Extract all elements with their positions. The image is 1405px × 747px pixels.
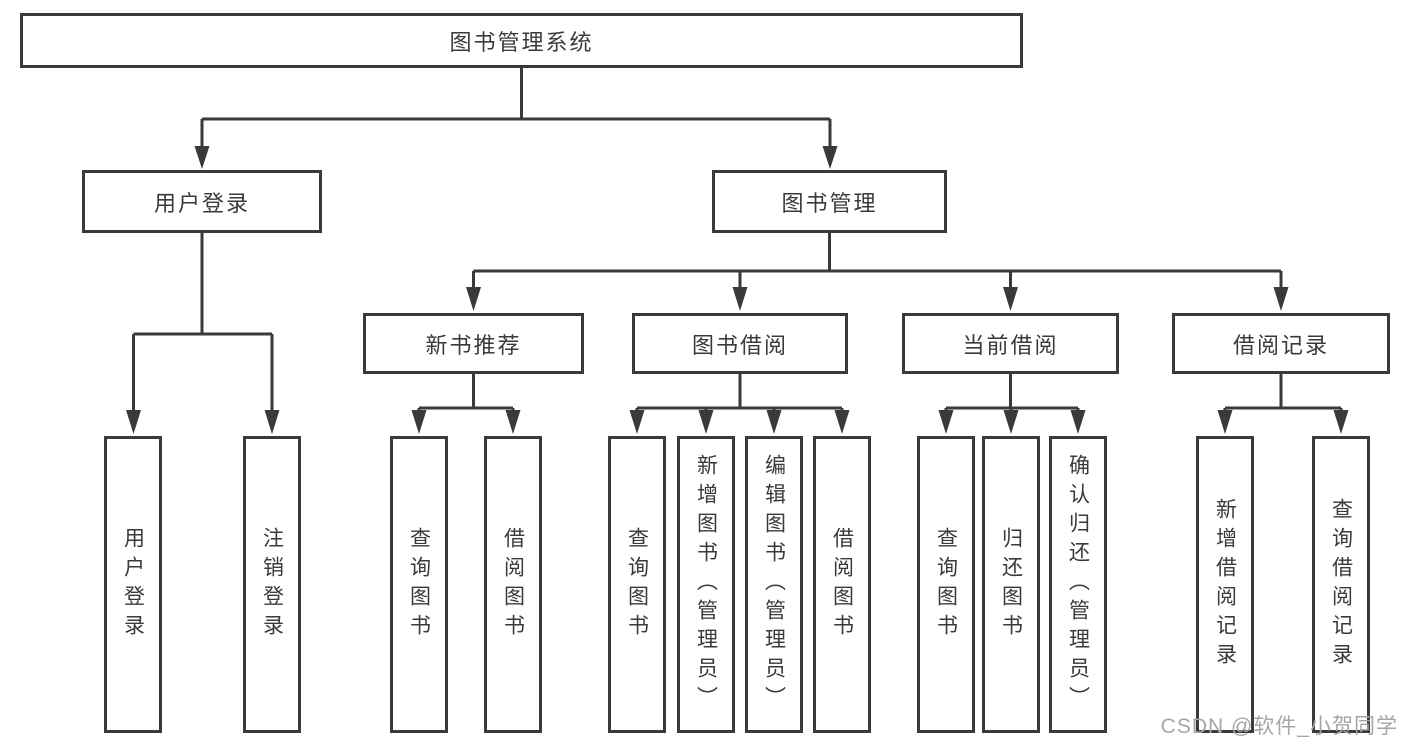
leaf-return-book: 归还图书 [982,436,1040,733]
leaf-query-book-recommend-label: 查询图书 [407,526,431,643]
connector-current-borrow-branch [938,374,1086,434]
node-new-book-recommend: 新书推荐 [363,313,584,374]
leaf-borrow-book-label: 借阅图书 [830,526,854,643]
leaf-add-book-admin: 新增图书（管理员） [677,436,735,733]
node-book-borrowing: 图书借阅 [632,313,848,374]
leaf-query-book-borrowing: 查询图书 [608,436,666,733]
connector-borrow-record-branch [1217,374,1349,434]
leaf-user-login: 用户登录 [104,436,162,733]
leaf-user-login-label: 用户登录 [121,526,145,643]
connector-user-login-branch [126,233,280,434]
leaf-add-borrow-record-label: 新增借阅记录 [1213,497,1237,672]
connector-root-to-level2 [194,68,838,169]
leaf-confirm-return-admin: 确认归还（管理员） [1049,436,1107,733]
node-book-management: 图书管理 [712,170,947,233]
leaf-logout: 注销登录 [243,436,301,733]
leaf-edit-book-admin: 编辑图书（管理员） [745,436,803,733]
node-root-system: 图书管理系统 [20,13,1023,68]
leaf-borrow-book: 借阅图书 [813,436,871,733]
leaf-confirm-return-admin-label: 确认归还（管理员） [1066,454,1090,715]
leaf-borrow-book-recommend-label: 借阅图书 [501,526,525,643]
leaf-edit-book-admin-label: 编辑图书（管理员） [762,454,786,715]
node-current-borrowing: 当前借阅 [902,313,1119,374]
leaf-query-book-recommend: 查询图书 [390,436,448,733]
connector-new-book-branch [411,374,521,434]
leaf-query-borrow-record: 查询借阅记录 [1312,436,1370,733]
node-user-login: 用户登录 [82,170,322,233]
leaf-borrow-book-recommend: 借阅图书 [484,436,542,733]
node-borrowing-records: 借阅记录 [1172,313,1390,374]
leaf-logout-label: 注销登录 [260,526,284,643]
leaf-query-book-current: 查询图书 [917,436,975,733]
connector-book-borrow-branch [629,374,850,434]
leaf-return-book-label: 归还图书 [999,526,1023,643]
leaf-query-book-borrowing-label: 查询图书 [625,526,649,643]
leaf-query-book-current-label: 查询图书 [934,526,958,643]
leaf-query-borrow-record-label: 查询借阅记录 [1329,497,1353,672]
leaf-add-book-admin-label: 新增图书（管理员） [694,454,718,715]
connector-book-mgmt-branch [466,233,1289,311]
leaf-add-borrow-record: 新增借阅记录 [1196,436,1254,733]
